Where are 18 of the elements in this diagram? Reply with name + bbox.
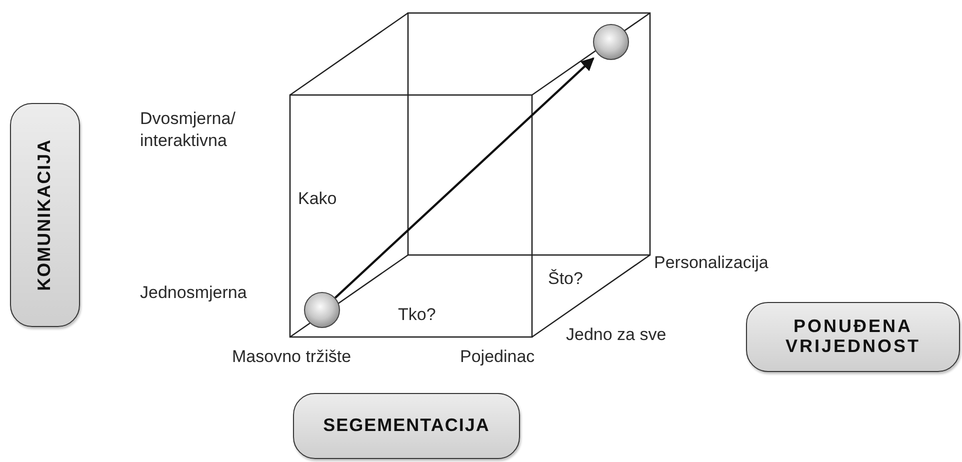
axis-label-box bbox=[293, 393, 520, 459]
axis-value-label: Personalizacija bbox=[654, 252, 768, 274]
axis-value-label: Tko? bbox=[398, 304, 436, 326]
axis-value-label: Masovno tržište bbox=[232, 346, 352, 368]
axis-value-label: Jedno za sve bbox=[566, 324, 666, 346]
axis-label-box bbox=[10, 103, 80, 327]
axis-value-label: Kako bbox=[298, 188, 337, 210]
axis-value-label: Dvosmjerna/ interaktivna bbox=[140, 108, 236, 152]
axis-value-label: Pojedinac bbox=[460, 346, 535, 368]
axis-label-box bbox=[746, 302, 960, 372]
axis-title: KOMUNIKACIJA bbox=[35, 138, 55, 291]
arrow bbox=[334, 57, 594, 299]
axis-title: PONUĐENA VRIJEDNOST bbox=[784, 317, 922, 357]
axis-value-label: Jednosmjerna bbox=[140, 282, 247, 304]
axis-title: SEGEMENTACIJA bbox=[323, 416, 490, 436]
sphere bbox=[304, 292, 340, 328]
axis-value-label: Što? bbox=[548, 268, 583, 290]
sphere bbox=[593, 24, 629, 60]
